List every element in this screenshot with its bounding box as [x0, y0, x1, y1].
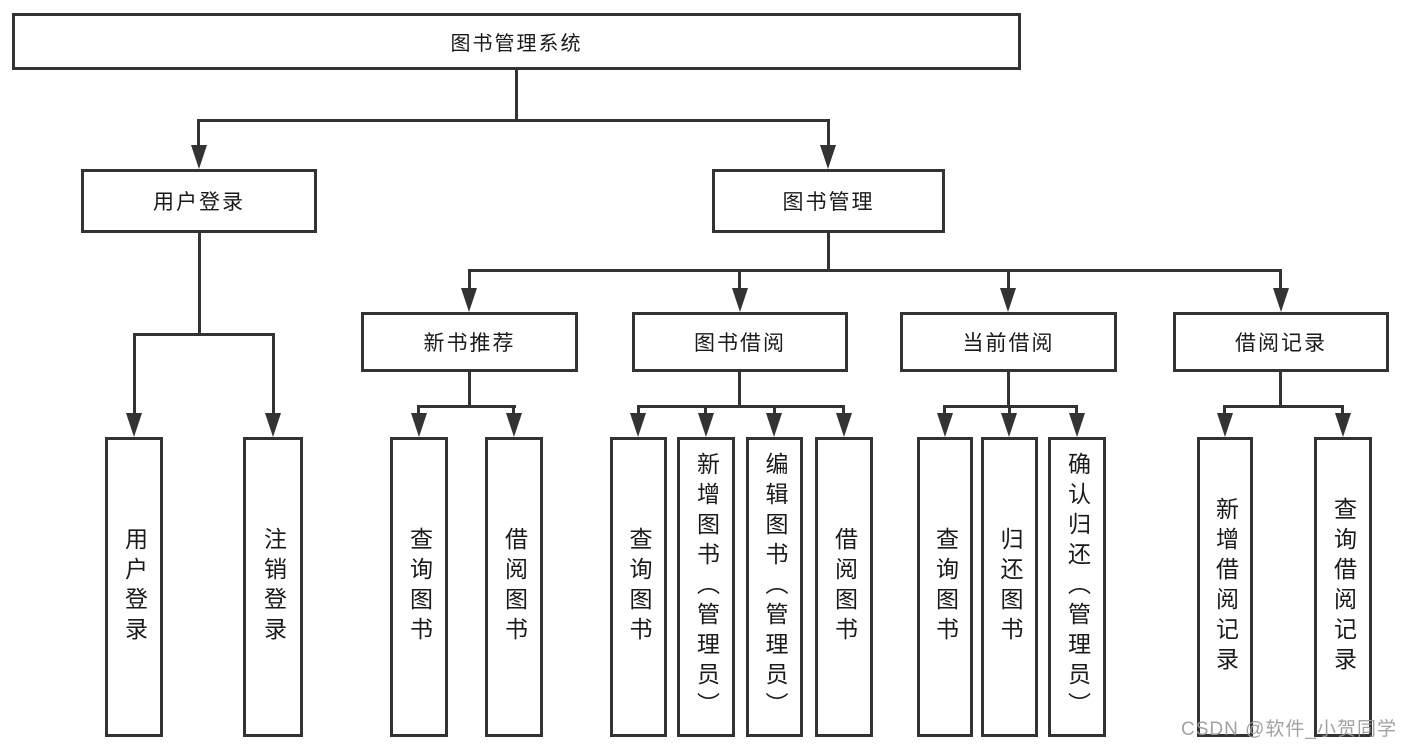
- connector-stem: [468, 269, 471, 291]
- leaf-query-borrow-record: 查询借阅记录: [1314, 437, 1372, 737]
- connector-stem: [468, 370, 471, 408]
- leaf-label: 查询借阅记录: [1330, 497, 1357, 677]
- arrow-down-icon: [1273, 288, 1289, 312]
- connector-stem: [197, 119, 200, 149]
- connector-stem: [637, 405, 640, 417]
- node-library-management-system: 图书管理系统: [12, 13, 1021, 70]
- connector-stem: [738, 269, 741, 291]
- leaf-confirm-return-admin: 确认归还（管理员）: [1048, 437, 1106, 737]
- leaf-label: 借阅图书: [831, 527, 858, 647]
- arrow-down-icon: [1001, 413, 1017, 437]
- connector-stem: [738, 370, 741, 408]
- leaf-label: 用户登录: [121, 527, 148, 647]
- node-label: 图书管理系统: [450, 33, 583, 55]
- connector-stem: [512, 405, 515, 417]
- leaf-label: 新增图书（管理员）: [693, 452, 720, 722]
- connector-stem: [1008, 405, 1011, 417]
- arrow-down-icon: [630, 413, 646, 437]
- node-current-borrowing: 当前借阅: [900, 312, 1117, 372]
- connector-branch: [468, 269, 1282, 272]
- leaf-query-books-current: 查询图书: [917, 437, 973, 737]
- connector-branch: [637, 405, 845, 408]
- node-book-management: 图书管理: [712, 169, 945, 233]
- arrow-down-icon: [506, 413, 522, 437]
- connector-stem: [943, 405, 946, 417]
- node-user-login-branch: 用户登录: [81, 169, 317, 233]
- connector-stem: [1279, 269, 1282, 291]
- connector-stem: [704, 405, 707, 417]
- leaf-label: 查询图书: [406, 527, 433, 647]
- leaf-query-books-recommendation: 查询图书: [390, 437, 448, 737]
- connector-stem: [1279, 370, 1282, 408]
- node-label: 用户登录: [153, 191, 245, 214]
- leaf-logout: 注销登录: [243, 437, 303, 737]
- leaf-return-books: 归还图书: [981, 437, 1038, 737]
- connector-stem: [133, 333, 136, 415]
- node-label: 新书推荐: [423, 332, 516, 355]
- arrow-down-icon: [698, 413, 714, 437]
- leaf-label: 编辑图书（管理员）: [762, 452, 788, 722]
- node-label: 图书借阅: [694, 332, 786, 355]
- connector-stem: [1223, 405, 1226, 417]
- arrow-down-icon: [1069, 413, 1085, 437]
- connector-stem: [1341, 405, 1344, 417]
- leaf-label: 新增借阅记录: [1212, 497, 1239, 677]
- connector-stem: [272, 333, 275, 415]
- arrow-down-icon: [766, 413, 782, 437]
- node-label: 借阅记录: [1235, 332, 1327, 355]
- leaf-label: 查询图书: [626, 527, 652, 647]
- leaf-query-books-borrowing: 查询图书: [610, 437, 667, 737]
- connector-branch: [133, 333, 275, 336]
- arrow-down-icon: [461, 288, 477, 312]
- connector-stem: [417, 405, 420, 417]
- connector-stem: [773, 405, 776, 417]
- leaf-label: 归还图书: [997, 527, 1023, 647]
- arrow-down-icon: [937, 413, 953, 437]
- arrow-down-icon: [126, 413, 142, 437]
- leaf-borrow-books-recommendation: 借阅图书: [485, 437, 543, 737]
- leaf-edit-books-admin: 编辑图书（管理员）: [746, 437, 803, 737]
- connector-root-stem: [515, 67, 518, 121]
- arrow-down-icon: [836, 413, 852, 437]
- node-borrowing-records: 借阅记录: [1173, 312, 1389, 372]
- connector-stem: [198, 231, 201, 336]
- leaf-label: 查询图书: [932, 527, 959, 647]
- leaf-add-borrow-record: 新增借阅记录: [1197, 437, 1253, 737]
- leaf-user-login: 用户登录: [105, 437, 163, 737]
- arrow-down-icon: [265, 413, 281, 437]
- arrow-down-icon: [820, 145, 836, 169]
- node-label: 当前借阅: [962, 332, 1055, 355]
- arrow-down-icon: [1217, 413, 1233, 437]
- arrow-down-icon: [1000, 288, 1016, 312]
- connector-branch: [1224, 405, 1344, 408]
- arrow-down-icon: [732, 288, 748, 312]
- connector-stem: [842, 405, 845, 417]
- arrow-down-icon: [1335, 413, 1351, 437]
- connector-root-branch: [198, 119, 830, 122]
- leaf-label: 确认归还（管理员）: [1064, 452, 1091, 722]
- node-label: 图书管理: [782, 191, 875, 214]
- leaf-label: 注销登录: [260, 527, 287, 647]
- node-new-book-recommendation: 新书推荐: [361, 312, 578, 372]
- leaf-add-books-admin: 新增图书（管理员）: [677, 437, 735, 737]
- arrow-down-icon: [191, 145, 207, 169]
- connector-branch: [944, 405, 1078, 408]
- csdn-watermark: CSDN @软件_小贺同学: [1181, 719, 1397, 740]
- leaf-label: 借阅图书: [501, 527, 528, 647]
- leaf-borrow-books: 借阅图书: [815, 437, 873, 737]
- connector-stem: [1007, 269, 1010, 291]
- connector-stem: [1007, 370, 1010, 408]
- arrow-down-icon: [411, 413, 427, 437]
- connector-branch: [418, 405, 516, 408]
- connector-stem: [1075, 405, 1078, 417]
- connector-stem: [827, 119, 830, 149]
- node-book-borrowing: 图书借阅: [632, 312, 848, 372]
- connector-stem: [827, 231, 830, 272]
